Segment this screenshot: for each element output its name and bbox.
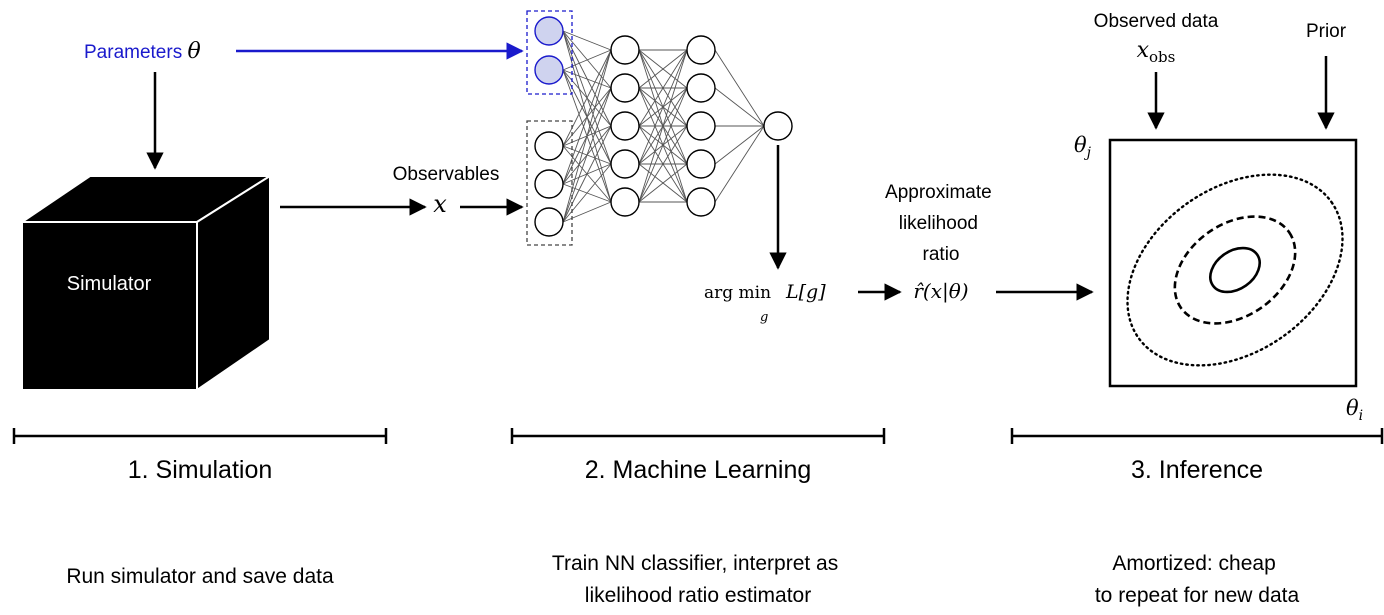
node-hidden-1-5 bbox=[610, 187, 640, 217]
network-edge bbox=[714, 125, 765, 203]
node-input-observable-3 bbox=[534, 207, 564, 237]
posterior-contours bbox=[1126, 173, 1344, 367]
ratio-label-line-3: ratio bbox=[923, 244, 960, 265]
node-hidden-2-5 bbox=[686, 187, 716, 217]
observable-input-group-box bbox=[526, 120, 573, 246]
network-edge bbox=[638, 49, 688, 203]
node-hidden-1-2 bbox=[610, 73, 640, 103]
node-hidden-2-2 bbox=[686, 73, 716, 103]
node-input-observable-1 bbox=[534, 131, 564, 161]
network-edge bbox=[562, 69, 612, 89]
network-edge bbox=[638, 49, 688, 127]
neural-network bbox=[526, 10, 793, 246]
stage-title-machine-learning: 2. Machine Learning bbox=[585, 456, 812, 484]
node-input-observable-2 bbox=[534, 169, 564, 199]
loss-argmin: arg min bbox=[704, 283, 771, 303]
stage-bar-inference bbox=[1010, 428, 1384, 444]
network-edge bbox=[638, 49, 688, 89]
network-edge bbox=[638, 163, 688, 203]
theta-j-axis-label: θj bbox=[1074, 133, 1092, 161]
node-hidden-2-4 bbox=[686, 149, 716, 179]
ratio-symbol: r̂(x|θ) bbox=[913, 279, 968, 304]
network-edge bbox=[562, 49, 612, 223]
contour-middle bbox=[1173, 215, 1297, 325]
parameters-label: Parameters θ bbox=[84, 39, 201, 64]
network-edge bbox=[714, 125, 765, 165]
loss-expression: arg min g L[g] bbox=[704, 281, 826, 325]
stage-bar-machine-learning bbox=[510, 428, 886, 444]
ratio-label-line-2: likelihood bbox=[899, 213, 978, 234]
loss-argmin-subscript: g bbox=[760, 310, 768, 325]
network-edge bbox=[714, 49, 765, 127]
observables-symbol: x bbox=[433, 190, 447, 218]
observables-label: Observables bbox=[393, 164, 500, 185]
parameter-input-group-box bbox=[526, 10, 573, 95]
simulator-cube-front bbox=[21, 221, 198, 391]
node-hidden-2-3 bbox=[686, 111, 716, 141]
ratio-label: Approximate likelihood ratio bbox=[885, 182, 997, 265]
simulator-label: Simulator bbox=[67, 273, 152, 295]
network-edge bbox=[638, 125, 688, 203]
stage-title-simulation: 1. Simulation bbox=[128, 456, 273, 484]
node-hidden-1-1 bbox=[610, 35, 640, 65]
network-edges bbox=[562, 30, 765, 223]
observed-data-symbol: xobs bbox=[1137, 38, 1176, 66]
network-edge bbox=[562, 49, 612, 185]
node-input-parameter-2 bbox=[534, 55, 564, 85]
node-hidden-2-1 bbox=[686, 35, 716, 65]
prior-label: Prior bbox=[1306, 21, 1347, 42]
theta-i-axis-label: θi bbox=[1346, 396, 1363, 424]
stage-title-inference: 3. Inference bbox=[1131, 456, 1263, 484]
node-hidden-1-3 bbox=[610, 111, 640, 141]
network-edge bbox=[562, 87, 612, 223]
node-input-parameter-1 bbox=[534, 16, 564, 46]
stage-description-simulation: Run simulator and save data bbox=[66, 565, 334, 588]
network-edge bbox=[638, 87, 688, 203]
ratio-label-line-1: Approximate bbox=[885, 182, 992, 203]
observed-data-label: Observed data bbox=[1094, 11, 1219, 32]
posterior-plot-frame bbox=[1108, 138, 1358, 388]
simulator-cube: Simulator bbox=[18, 174, 274, 392]
node-output-1 bbox=[763, 111, 793, 141]
network-edge bbox=[562, 49, 612, 147]
contour-inner bbox=[1209, 246, 1261, 294]
network-nodes bbox=[534, 16, 793, 237]
network-edge bbox=[562, 163, 612, 223]
network-edge bbox=[562, 201, 612, 223]
stage-description-inference: Amortized: cheap to repeat for new data bbox=[1095, 552, 1300, 607]
loss-function: L[g] bbox=[785, 281, 826, 303]
contour-outer bbox=[1126, 173, 1344, 367]
network-edge bbox=[714, 87, 765, 127]
network-edge bbox=[562, 49, 612, 71]
node-hidden-1-4 bbox=[610, 149, 640, 179]
network-edge bbox=[562, 30, 612, 51]
network-edge bbox=[562, 125, 612, 223]
network-edge bbox=[638, 49, 688, 165]
stage-bar-simulation bbox=[12, 428, 388, 444]
stage-description-machine-learning: Train NN classifier, interpret as likeli… bbox=[552, 552, 844, 607]
